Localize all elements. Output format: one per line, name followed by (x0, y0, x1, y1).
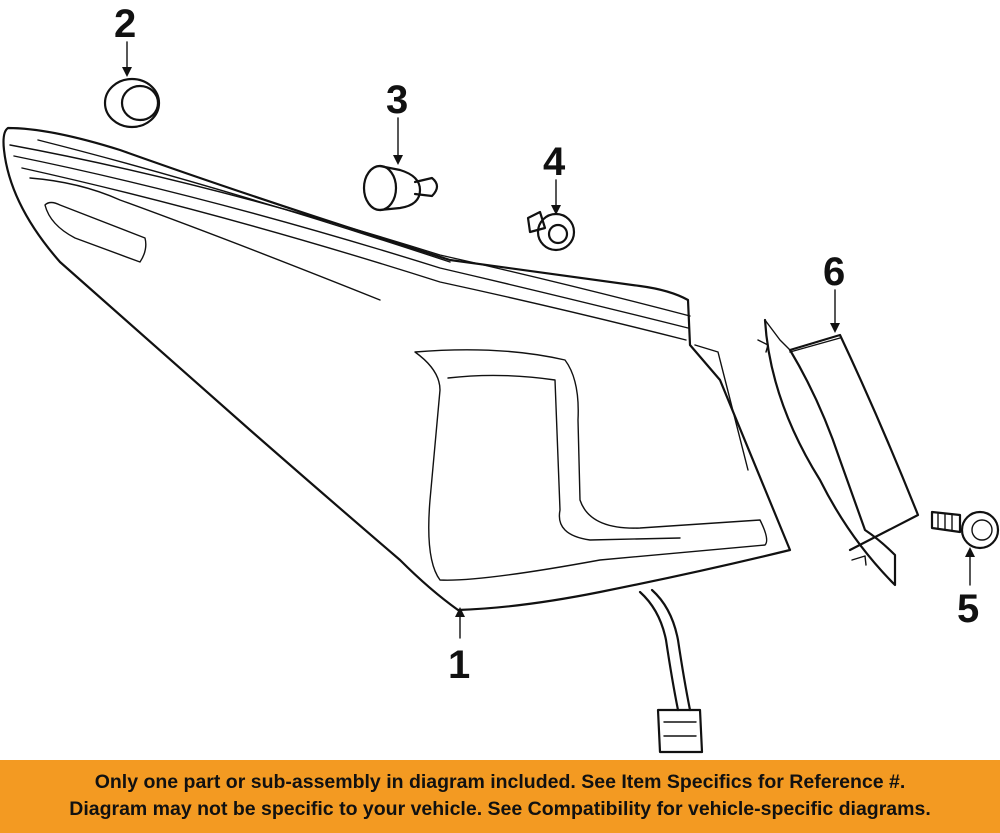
callout-arrows (122, 41, 975, 639)
mounting-bracket (757, 318, 920, 587)
callout-4: 4 (543, 140, 566, 184)
push-clip (362, 164, 439, 212)
disclaimer-line-1: Only one part or sub-assembly in diagram… (94, 771, 906, 793)
callout-2: 2 (114, 2, 136, 46)
callout-1: 1 (448, 643, 470, 687)
nut (526, 210, 576, 252)
callout-6: 6 (823, 250, 845, 294)
parts-diagram: 2 3 4 6 1 5 (2, 2, 1000, 754)
disclaimer-line-2: Diagram may not be specific to your vehi… (69, 798, 931, 820)
grommet (103, 77, 161, 129)
callout-5: 5 (957, 587, 979, 631)
callout-3: 3 (386, 78, 408, 122)
tail-lamp-assembly (2, 126, 792, 612)
disclaimer-banner: Only one part or sub-assembly in diagram… (0, 760, 1000, 833)
bolt (930, 510, 1000, 550)
wiring-harness (638, 588, 704, 754)
